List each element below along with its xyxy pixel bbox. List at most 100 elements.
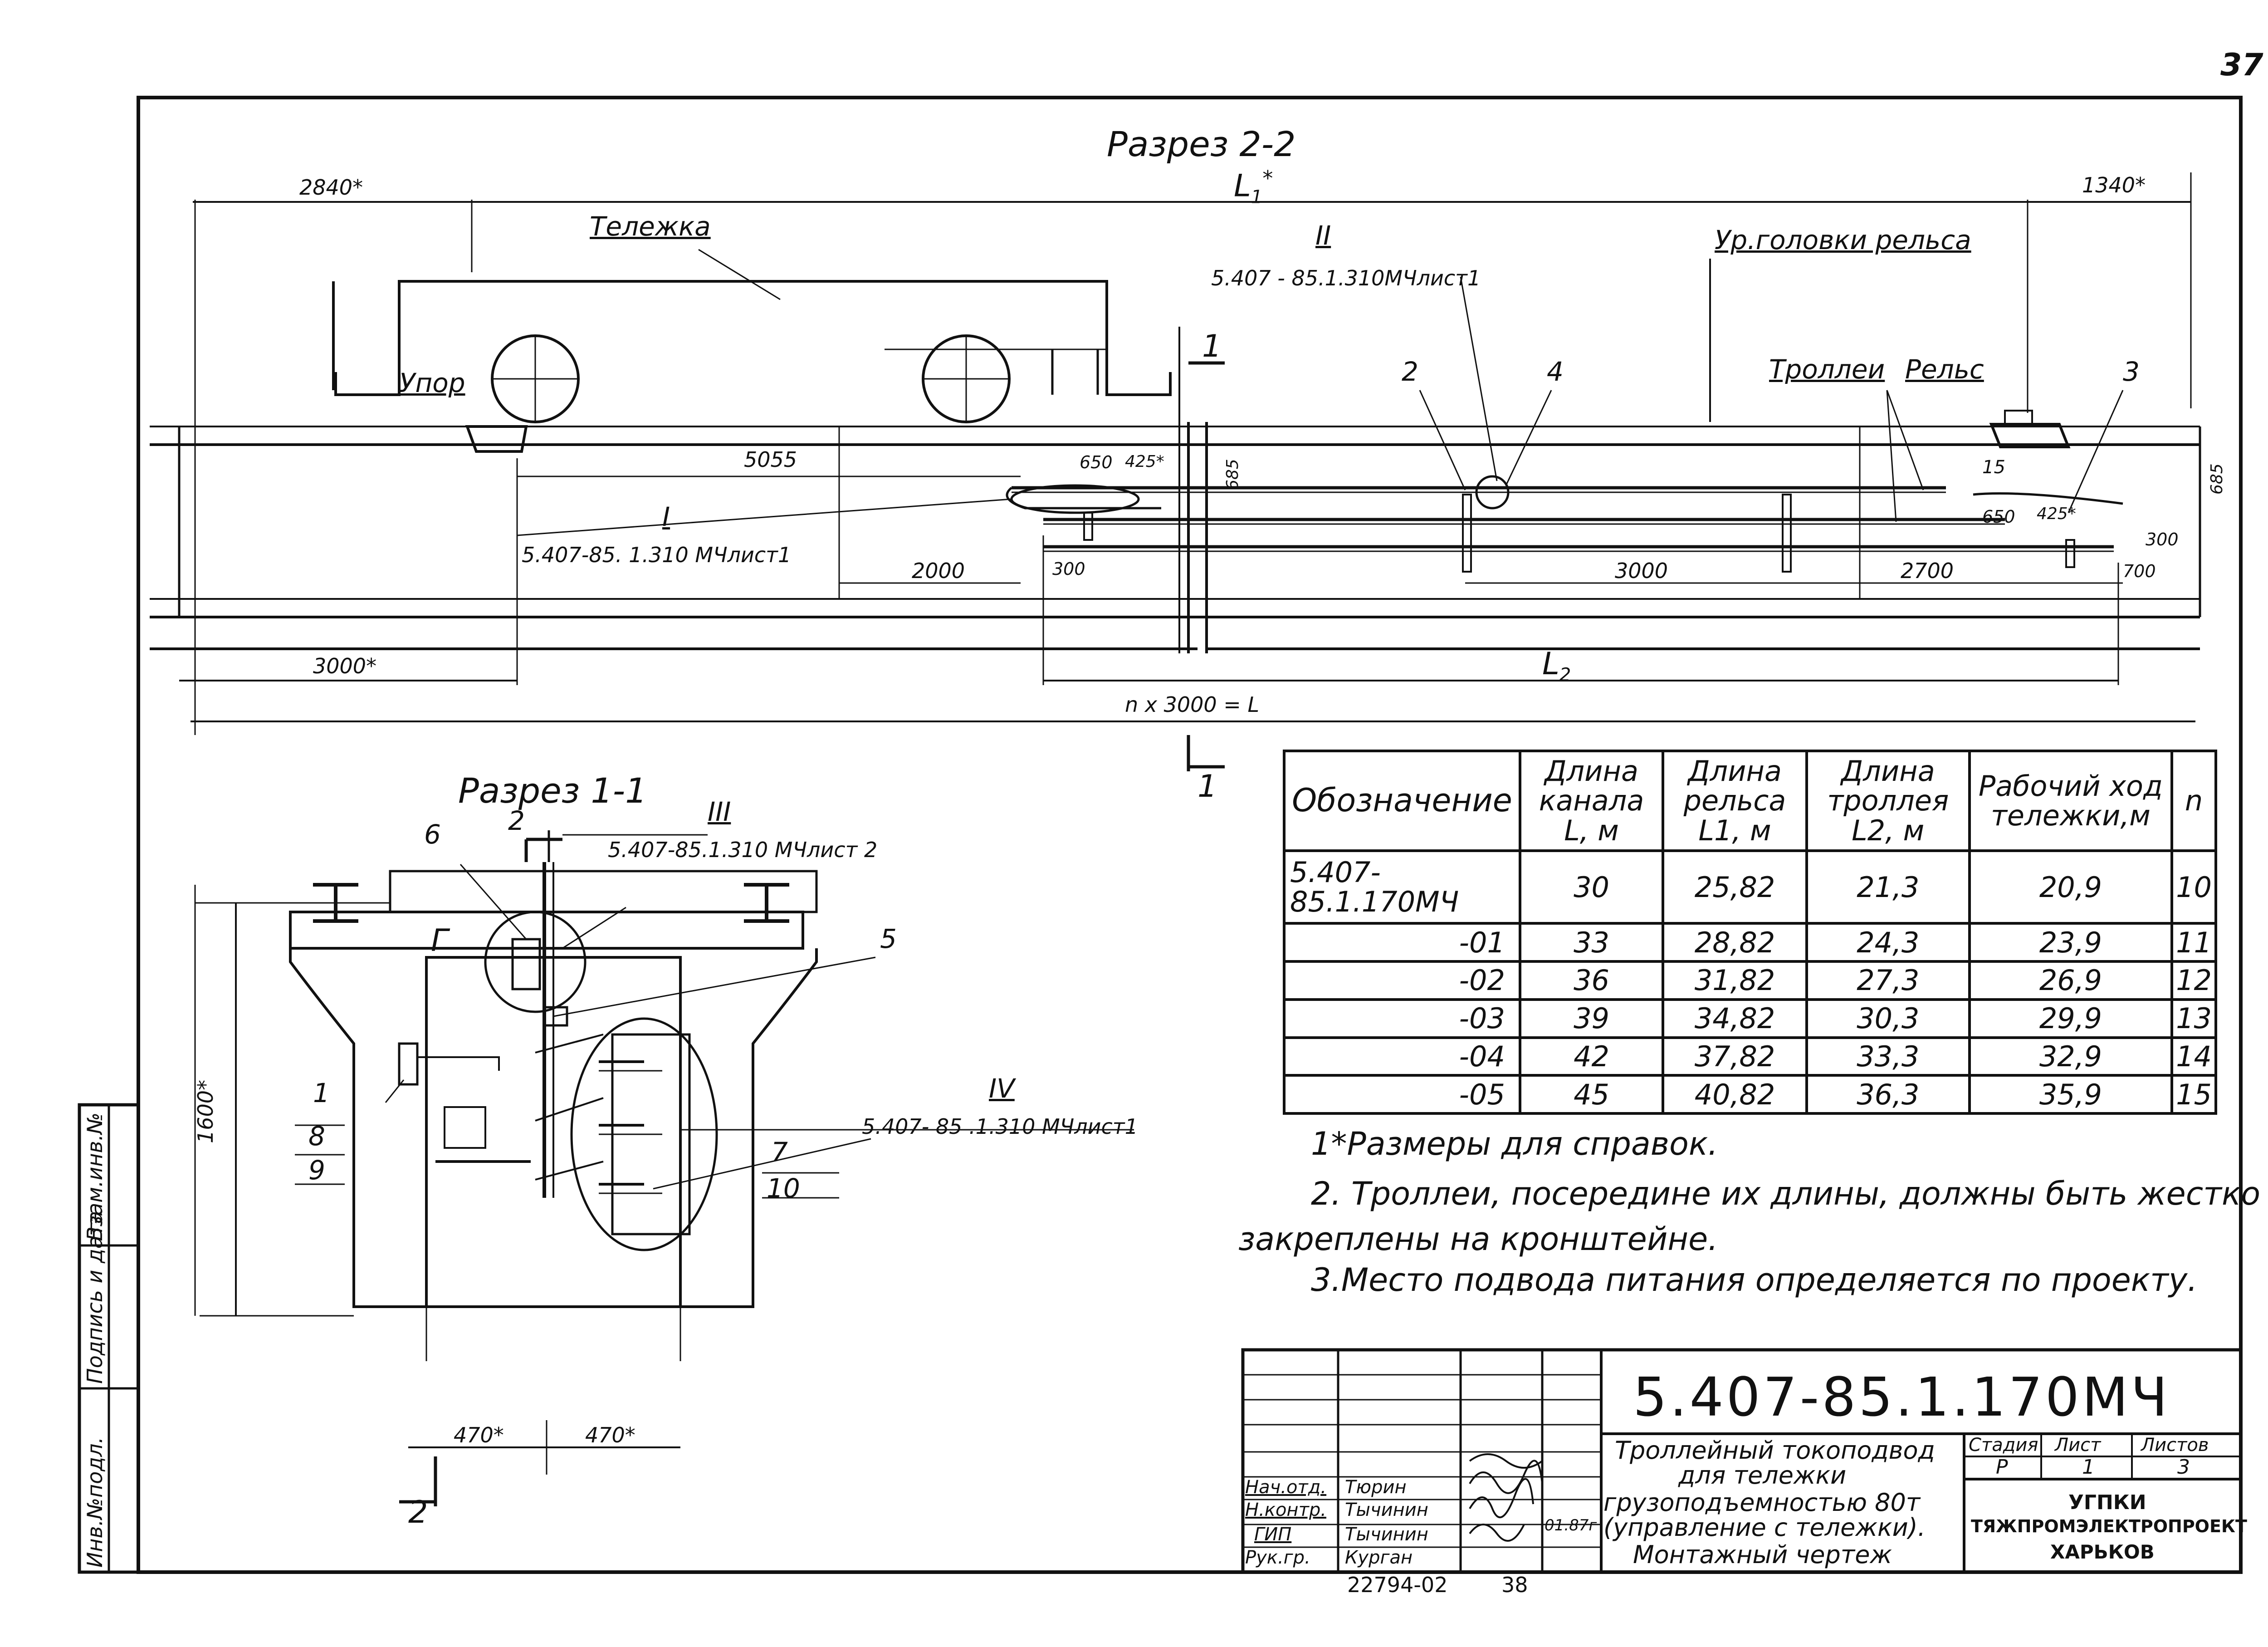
- cell-l2: 24,3: [1805, 922, 1971, 963]
- dim-1340: 1340*: [2082, 173, 2146, 197]
- letter-g: Г: [431, 923, 448, 959]
- table-row: 5.407-85.1.170МЧ 30 25,82 21,3 20,9 10: [1283, 849, 2217, 925]
- sheet-frame: [137, 96, 2243, 1574]
- cell-l1: 25,82: [1662, 849, 1808, 925]
- node-I: I: [662, 501, 670, 532]
- node-I-ref: 5.407-85. 1.310 МЧлист1: [522, 543, 792, 567]
- cell-designation: -03: [1283, 998, 1521, 1039]
- sheets-header: Листов: [2141, 1435, 2209, 1456]
- node-IV: IV: [989, 1073, 1015, 1104]
- section-mark-1-bottom: 1: [1198, 769, 1217, 804]
- dim-L2-sub: 2: [1559, 664, 1571, 686]
- dim-650-left: 650: [1080, 452, 1113, 472]
- cell-l2: 21,3: [1805, 849, 1971, 925]
- doc-code: 5.407-85.1.170МЧ: [1633, 1366, 2170, 1428]
- name-head-dept: Тюрин: [1345, 1477, 1407, 1498]
- dim-1600: 1600*: [193, 1079, 218, 1143]
- note-1: 1*Размеры для справок.: [1311, 1125, 1718, 1162]
- side-stamp-replace-inv: Взам.инв.№: [83, 1112, 107, 1241]
- dim-470-right: 470*: [585, 1423, 635, 1447]
- node-III: III: [708, 796, 731, 827]
- role-chief-engineer: ГИП: [1254, 1524, 1292, 1545]
- name-chief-engineer: Тычинин: [1345, 1524, 1428, 1545]
- sign-date: 01.87г: [1545, 1516, 1597, 1534]
- doc-title-line-1: Троллейный токоподвод: [1615, 1436, 1935, 1465]
- section-1-1-lines: [194, 830, 1134, 1506]
- cell-travel: 20,9: [1968, 849, 2174, 925]
- dim-L1-letter: L: [1234, 168, 1251, 204]
- cell-travel: 26,9: [1968, 960, 2174, 1001]
- pos-4: 4: [1547, 356, 1564, 387]
- pos-9: 9: [308, 1155, 325, 1186]
- name-norm-control: Тычинин: [1345, 1500, 1428, 1520]
- doc-title-line-5: Монтажный чертеж: [1633, 1540, 1892, 1569]
- pos-10: 10: [767, 1173, 800, 1204]
- page-ref: 38: [1501, 1573, 1528, 1597]
- cell-l1: 37,82: [1662, 1036, 1808, 1077]
- header-n: n: [2170, 750, 2217, 852]
- dim-3000-mid: 3000: [1615, 559, 1668, 583]
- section-1-1-title: Разрез 1-1: [458, 770, 647, 811]
- mark-2-bottom: 2: [408, 1495, 428, 1530]
- dim-650-right: 650: [1982, 507, 2015, 527]
- table-row: -02 36 31,82 27,3 26,9 12: [1283, 960, 2217, 1001]
- dim-685-right: 685: [2208, 463, 2226, 495]
- table-row: -05 45 40,82 36,3 35,9 15: [1283, 1074, 2217, 1115]
- cell-l2: 27,3: [1805, 960, 1971, 1001]
- label-stop: Упор: [399, 368, 465, 398]
- pos-2: 2: [1402, 356, 1418, 387]
- header-designation: Обозначение: [1283, 750, 1521, 852]
- role-head-dept: Нач.отд.: [1245, 1477, 1327, 1498]
- dim-700-right: 700: [2123, 561, 2156, 581]
- table-row: -01 33 28,82 24,3 23,9 11: [1283, 922, 2217, 963]
- cell-travel: 35,9: [1968, 1074, 2174, 1115]
- dim-L1-sub: 1: [1251, 186, 1263, 208]
- spec-table: Обозначение Длина канала L, м Длина рель…: [1283, 750, 2217, 1115]
- mark-2-top: 2: [508, 805, 525, 836]
- cell-n: 13: [2170, 998, 2217, 1039]
- dim-300-left: 300: [1052, 559, 1085, 579]
- cell-l: 30: [1518, 849, 1665, 925]
- dim-L1-star: *: [1262, 166, 1273, 191]
- cell-designation: -05: [1283, 1074, 1521, 1115]
- section-2-2-title: Разрез 2-2: [1107, 124, 1296, 164]
- page-number: 37: [2220, 47, 2263, 83]
- stage-header: Стадия: [1969, 1435, 2038, 1456]
- cell-l2: 36,3: [1805, 1074, 1971, 1115]
- org-line-3: ХАРЬКОВ: [2050, 1541, 2155, 1563]
- dim-L2: L2: [1542, 649, 1571, 684]
- dim-425-right: 425*: [2037, 505, 2076, 523]
- cell-designation: -04: [1283, 1036, 1521, 1077]
- pos-7: 7: [771, 1137, 788, 1167]
- dim-2840: 2840*: [299, 175, 363, 200]
- node-II-ref: 5.407 - 85.1.310МЧлист1: [1211, 266, 1481, 290]
- sheet-header: Лист: [2055, 1435, 2101, 1456]
- cell-l1: 34,82: [1662, 998, 1808, 1039]
- org-line-1: УГПКИ: [2068, 1491, 2146, 1514]
- header-channel-length: Длина канала L, м: [1518, 750, 1665, 852]
- cell-l2: 33,3: [1805, 1036, 1971, 1077]
- cell-l: 33: [1518, 922, 1665, 963]
- pos-6: 6: [424, 819, 441, 850]
- title-block-lines: [1241, 1348, 2243, 1574]
- node-II: II: [1315, 220, 1331, 251]
- cell-l: 45: [1518, 1074, 1665, 1115]
- note-3: 3.Место подвода питания определяется по …: [1311, 1261, 2198, 1299]
- role-group-lead: Рук.гр.: [1245, 1547, 1310, 1568]
- note-2b: закреплены на кронштейне.: [1238, 1221, 1718, 1258]
- cell-designation: 5.407-85.1.170МЧ: [1283, 849, 1521, 925]
- cell-l: 42: [1518, 1036, 1665, 1077]
- label-trolleys: Троллеи: [1769, 354, 1885, 385]
- doc-title-line-4: (управление с тележки).: [1603, 1513, 1926, 1542]
- pos-5: 5: [880, 923, 897, 954]
- pos-8: 8: [308, 1121, 325, 1152]
- pos-3: 3: [2123, 356, 2140, 387]
- cell-n: 14: [2170, 1036, 2217, 1077]
- cell-l1: 31,82: [1662, 960, 1808, 1001]
- node-III-ref: 5.407-85.1.310 МЧлист 2: [608, 838, 878, 862]
- org-line-2: ТЯЖПРОМЭЛЕКТРОПРОЕКТ: [1971, 1516, 2247, 1536]
- cell-travel: 32,9: [1968, 1036, 2174, 1077]
- dim-15: 15: [1982, 457, 2005, 478]
- dim-total: n x 3000 = L: [1125, 692, 1260, 717]
